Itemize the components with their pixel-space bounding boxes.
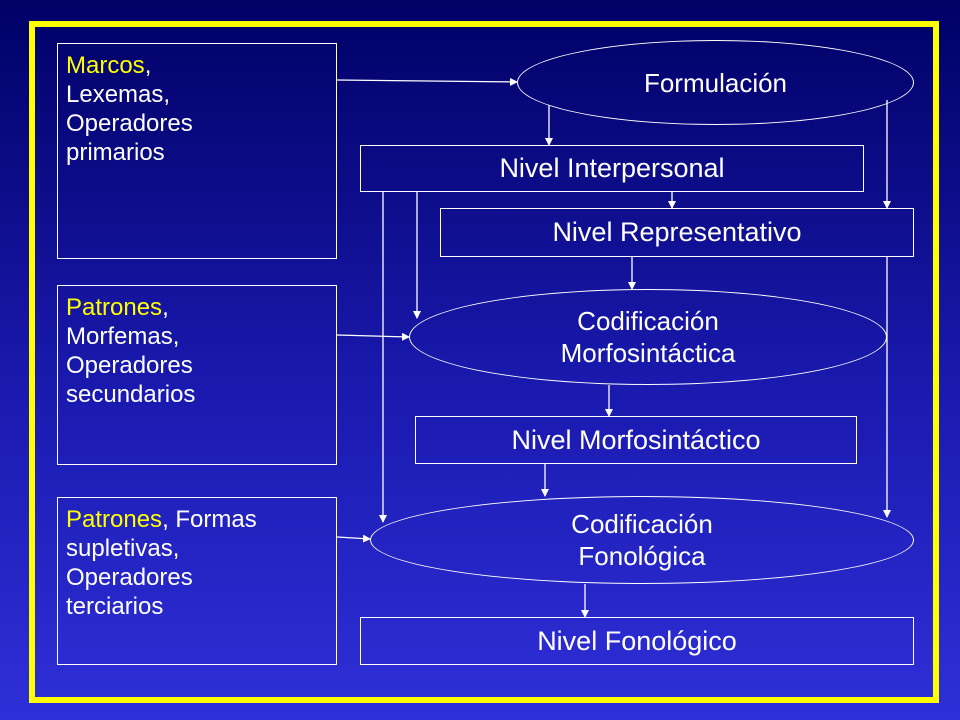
input-box-secundarios: Patrones, Morfemas, Operadores secundari…	[57, 285, 337, 465]
arrow-marcos-to-formulacion	[336, 77, 518, 86]
arrow-patrones2-to-cod-fono	[336, 534, 371, 543]
node-nivel-interpersonal: Nivel Interpersonal	[360, 145, 864, 192]
highlight-term: Patrones	[66, 294, 163, 321]
input-line: Lexemas,	[66, 81, 171, 108]
input-line: Operadores	[66, 110, 193, 137]
input-line: supletivas,	[66, 535, 180, 562]
input-line: secundarios	[66, 381, 196, 408]
node-codificacion-morfosintactica: Codificación Morfosintáctica	[409, 289, 887, 385]
input-box-terciarios: Patrones, Formas supletivas, Operadores …	[57, 497, 337, 665]
node-nivel-morfosintactico: Nivel Morfosintáctico	[415, 416, 857, 464]
input-box-primarios: Marcos, Lexemas, Operadores primarios	[57, 43, 337, 259]
input-line: Operadores	[66, 352, 193, 379]
arrow-patrones-to-cod-morfo	[336, 332, 410, 341]
input-line: Morfemas,	[66, 323, 180, 350]
slide-frame	[29, 21, 939, 703]
input-line: terciarios	[66, 593, 164, 620]
input-line: Operadores	[66, 564, 193, 591]
node-nivel-fonologico: Nivel Fonológico	[360, 617, 914, 665]
node-codificacion-fonologica: Codificación Fonológica	[370, 496, 914, 584]
node-nivel-representativo: Nivel Representativo	[440, 208, 914, 257]
input-line: primarios	[66, 139, 165, 166]
highlight-term: Patrones	[66, 506, 163, 533]
node-formulacion: Formulación	[517, 40, 914, 125]
highlight-term: Marcos	[66, 52, 145, 79]
